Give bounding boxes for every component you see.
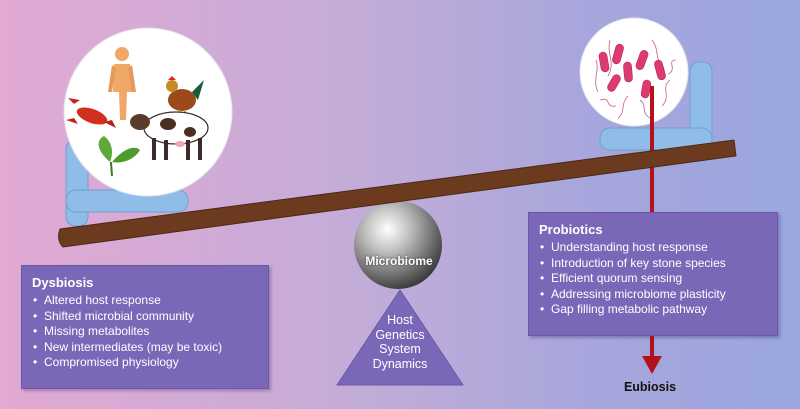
list-item: Efficient quorum sensing bbox=[539, 271, 767, 287]
microbiome-label: Microbiome bbox=[365, 254, 433, 268]
fulcrum-line: Dynamics bbox=[372, 356, 428, 371]
list-item: Missing metabolites bbox=[32, 324, 258, 340]
microbiome-ball bbox=[354, 201, 442, 289]
list-item: Addressing microbiome plasticity bbox=[539, 287, 767, 303]
probiotics-title: Probiotics bbox=[539, 222, 603, 237]
fulcrum-text: Host Genetics System Dynamics bbox=[360, 313, 440, 371]
list-item: Gap filling metabolic pathway bbox=[539, 302, 767, 318]
dysbiosis-title: Dysbiosis bbox=[32, 275, 94, 290]
list-item: New intermediates (may be toxic) bbox=[32, 340, 258, 356]
list-item: Compromised physiology bbox=[32, 355, 258, 371]
list-item: Introduction of key stone species bbox=[539, 256, 767, 272]
fulcrum-triangle bbox=[336, 289, 464, 386]
list-item: Altered host response bbox=[32, 293, 258, 309]
cow-icon bbox=[130, 111, 209, 160]
fulcrum-line: System bbox=[379, 342, 421, 356]
dysbiosis-list: Altered host response Shifted microbial … bbox=[32, 293, 258, 371]
eubiosis-label: Eubiosis bbox=[623, 380, 677, 394]
plant-icon bbox=[98, 136, 140, 177]
hosts-illustration bbox=[63, 27, 233, 197]
seesaw-beam bbox=[58, 139, 737, 248]
bacteria-illustration bbox=[579, 17, 689, 127]
lobster-icon bbox=[66, 98, 116, 128]
list-item: Shifted microbial community bbox=[32, 309, 258, 325]
fulcrum-line: Host bbox=[387, 313, 413, 327]
list-item: Understanding host response bbox=[539, 240, 767, 256]
probiotics-panel: Probiotics Understanding host response I… bbox=[528, 212, 778, 336]
probiotics-list: Understanding host response Introduction… bbox=[539, 240, 767, 318]
right-cup bbox=[599, 61, 713, 151]
fulcrum-line: Genetics bbox=[375, 327, 425, 342]
dysbiosis-panel: Dysbiosis Altered host response Shifted … bbox=[21, 265, 269, 389]
human-icon bbox=[108, 47, 136, 120]
